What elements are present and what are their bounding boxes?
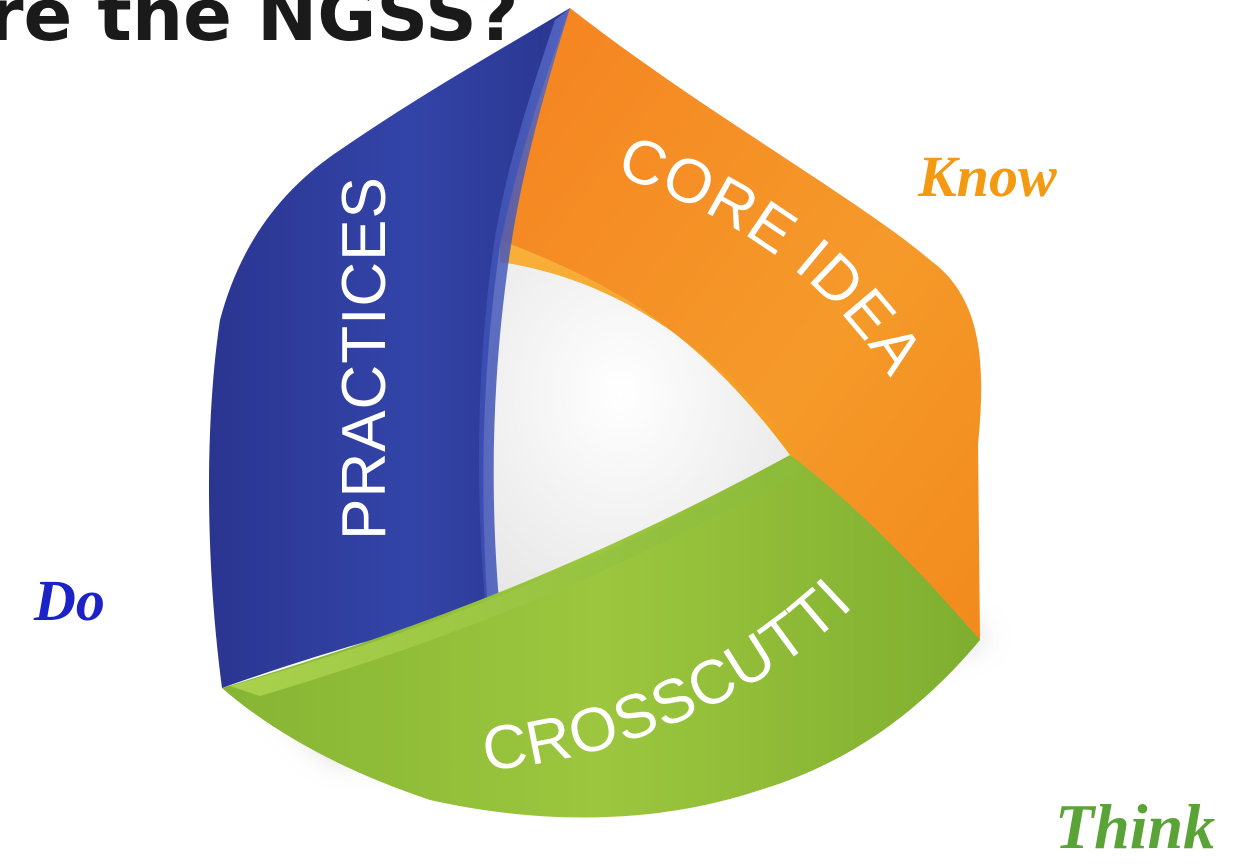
verb-think: Think [1055, 791, 1215, 862]
verb-know: Know [917, 144, 1057, 209]
band-label-practices: PRACTICES [330, 176, 399, 540]
band-practices: PRACTICES [208, 8, 570, 688]
diagram-hole [482, 250, 790, 610]
verb-do: Do [33, 568, 105, 633]
page-title: re the NGSS? [0, 0, 519, 57]
